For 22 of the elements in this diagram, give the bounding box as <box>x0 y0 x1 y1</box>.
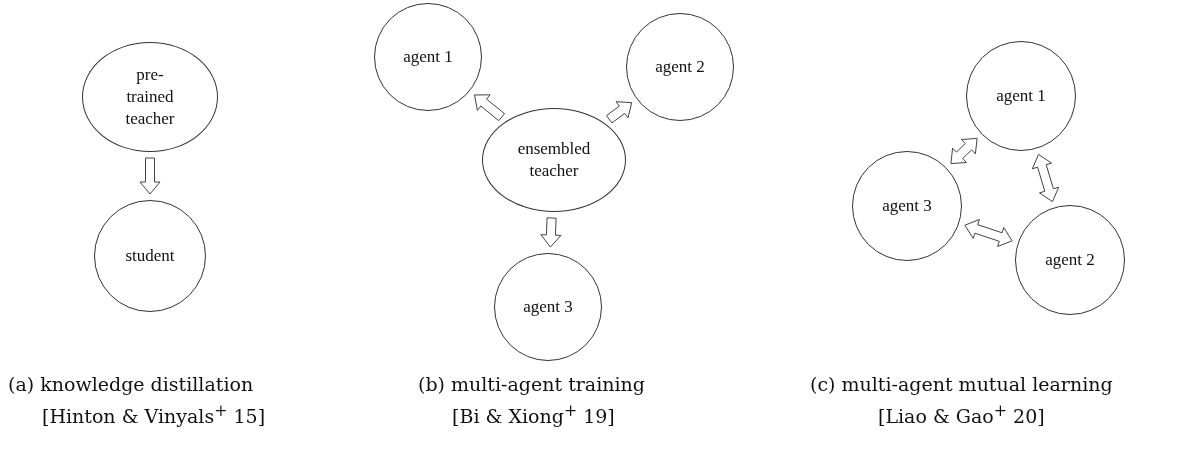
hollow-arrow <box>474 94 505 122</box>
subfigure-caption: (c) multi-agent mutual learning <box>810 373 1113 395</box>
node-label: ensembled teacher <box>516 137 592 182</box>
subfigure-caption: (b) multi-agent training <box>418 373 645 395</box>
node-label: agent 1 <box>402 45 454 68</box>
hollow-arrow <box>540 217 562 248</box>
node-label: agent 2 <box>654 55 706 78</box>
subfigure-caption: [Bi & Xiong$^{+}$ 19] <box>452 401 615 428</box>
hollow-arrow <box>139 157 161 195</box>
node-label: pre- trained teacher <box>124 63 176 131</box>
node-label: agent 3 <box>881 194 933 217</box>
hollow-arrow <box>1031 153 1060 203</box>
hollow-arrow <box>606 101 633 124</box>
node-label: agent 2 <box>1044 248 1096 271</box>
hollow-arrow <box>950 137 978 165</box>
node-label: agent 1 <box>995 84 1047 107</box>
hollow-arrow <box>964 219 1013 247</box>
node-label: agent 3 <box>522 295 574 318</box>
subfigure-caption: [Hinton & Vinyals$^{+}$ 15] <box>42 401 266 428</box>
subfigure-caption: (a) knowledge distillation <box>8 373 254 395</box>
node-label: student <box>124 244 176 267</box>
subfigure-caption: [Liao & Gao$^{+}$ 20] <box>878 401 1045 428</box>
